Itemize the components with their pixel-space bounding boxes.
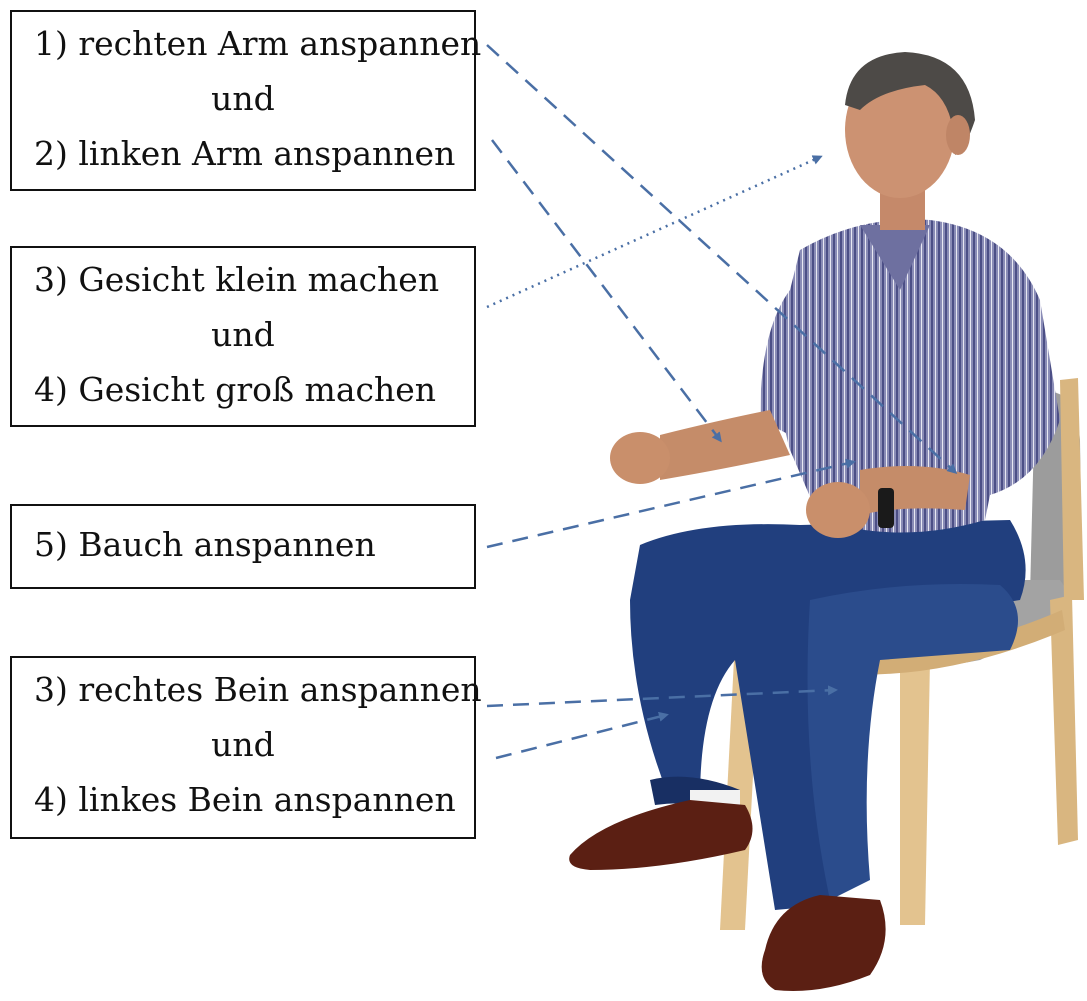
head bbox=[845, 52, 975, 230]
label-right-arm: 1) rechten Arm anspannen bbox=[34, 24, 482, 63]
shirt bbox=[760, 219, 1060, 533]
label-face-big: 4) Gesicht groß machen bbox=[34, 370, 437, 409]
label-box-legs: 3) rechtes Bein anspannen und 4) linkes … bbox=[10, 656, 482, 839]
label-left-arm: 2) linken Arm anspannen bbox=[34, 134, 456, 173]
arrow-left-leg bbox=[495, 711, 669, 760]
label-face-connector: und bbox=[211, 315, 275, 354]
arrow-belly bbox=[486, 458, 856, 549]
arrow-right-leg bbox=[486, 685, 838, 708]
arms bbox=[610, 410, 970, 538]
arrow-face bbox=[486, 155, 823, 309]
arrow-left-arm bbox=[491, 139, 722, 443]
label-box-face: 3) Gesicht klein machen und 4) Gesicht g… bbox=[10, 246, 476, 427]
label-box-belly: 5) Bauch anspannen bbox=[10, 504, 476, 589]
label-arms-connector: und bbox=[211, 79, 275, 118]
label-face-small: 3) Gesicht klein machen bbox=[34, 260, 440, 299]
annotation-arrows bbox=[486, 44, 958, 760]
label-right-leg: 3) rechtes Bein anspannen bbox=[34, 670, 482, 709]
shoes bbox=[569, 790, 886, 991]
label-left-leg: 4) linkes Bein anspannen bbox=[34, 780, 456, 819]
label-belly: 5) Bauch anspannen bbox=[34, 525, 376, 564]
arrow-right-arm bbox=[486, 44, 958, 475]
label-legs-connector: und bbox=[211, 725, 275, 764]
label-box-arms: 1) rechten Arm anspannen und 2) linken A… bbox=[10, 10, 482, 191]
